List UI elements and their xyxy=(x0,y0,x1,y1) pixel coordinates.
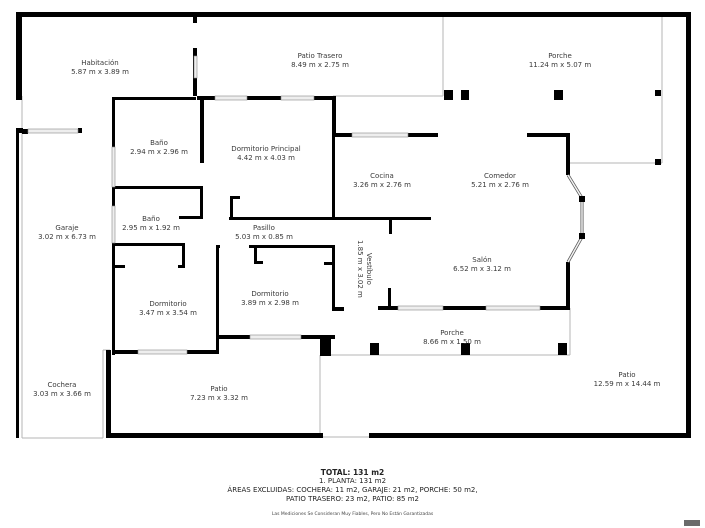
room-label-bano-2: Baño 2.95 m x 1.92 m xyxy=(122,215,180,233)
room-name: Pasillo xyxy=(253,224,275,232)
room-dims: 12.59 m x 14.44 m xyxy=(593,380,661,388)
room-name: Garaje xyxy=(55,224,79,232)
room-name: Porche xyxy=(440,329,464,337)
windows xyxy=(27,55,541,355)
room-label-dormitorio-1: Dormitorio 3.47 m x 3.54 m xyxy=(139,300,197,318)
room-label-dormitorio-2: Dormitorio 3.89 m x 2.98 m xyxy=(241,290,299,308)
room-label-patio-trasero: Patio Trasero 8.49 m x 2.75 m xyxy=(291,52,349,70)
room-label-cochera: Cochera 3.03 m x 3.66 m xyxy=(33,381,91,399)
room-dims: 1.85 m x 3.02 m xyxy=(356,240,364,298)
room-name: Vestíbulo xyxy=(365,252,373,285)
room-name: Patio xyxy=(210,385,228,393)
room-name: Patio xyxy=(618,371,636,379)
room-label-dormitorio-principal: Dormitorio Principal 4.42 m x 4.03 m xyxy=(231,145,300,163)
thin-boundaries xyxy=(21,16,663,439)
room-name: Comedor xyxy=(484,172,516,180)
room-dims: 8.66 m x 1.50 m xyxy=(423,338,481,346)
excluded-areas-line-1: ÁREAS EXCLUIDAS: COCHERA: 11 m2, GARAJE:… xyxy=(227,486,478,494)
room-dims: 3.26 m x 2.76 m xyxy=(353,181,411,189)
room-dims: 11.24 m x 5.07 m xyxy=(528,61,592,69)
room-label-salon: Salón 6.52 m x 3.12 m xyxy=(453,256,511,274)
room-name: Porche xyxy=(548,52,572,60)
room-name: Dormitorio xyxy=(149,300,187,308)
planta-area: 1. PLANTA: 131 m2 xyxy=(318,477,387,485)
room-label-porche-sur: Porche 8.66 m x 1.50 m xyxy=(423,329,481,347)
room-name: Salón xyxy=(472,256,492,264)
room-dims: 5.87 m x 3.89 m xyxy=(71,68,129,76)
room-label-bano-1: Baño 2.94 m x 2.96 m xyxy=(130,139,188,157)
room-label-cocina: Cocina 3.26 m x 2.76 m xyxy=(353,172,411,190)
room-name: Baño xyxy=(142,215,160,223)
room-name: Dormitorio Principal xyxy=(231,145,301,153)
room-dims: 4.42 m x 4.03 m xyxy=(237,154,295,162)
room-label-pasillo: Pasillo 5.03 m x 0.85 m xyxy=(235,224,293,242)
total-area: TOTAL: 131 m2 xyxy=(320,468,385,477)
room-dims: 5.03 m x 0.85 m xyxy=(235,233,293,241)
room-label-patio-1: Patio 7.23 m x 3.32 m xyxy=(190,385,248,403)
room-name: Cocina xyxy=(370,172,394,180)
room-label-porche-norte: Porche 11.24 m x 5.07 m xyxy=(529,52,591,70)
room-dims: 2.94 m x 2.96 m xyxy=(130,148,188,156)
room-label-comedor: Comedor 5.21 m x 2.76 m xyxy=(471,172,529,190)
room-dims: 5.21 m x 2.76 m xyxy=(471,181,529,189)
room-name: Cochera xyxy=(47,381,77,389)
room-label-habitacion: Habitación 5.87 m x 3.89 m xyxy=(71,59,129,77)
room-dims: 3.89 m x 2.98 m xyxy=(241,299,299,307)
room-dims: 6.52 m x 3.12 m xyxy=(453,265,511,273)
room-dims: 3.03 m x 3.66 m xyxy=(33,390,91,398)
room-dims: 2.95 m x 1.92 m xyxy=(122,224,180,232)
room-name: Baño xyxy=(150,139,168,147)
room-dims: 8.49 m x 2.75 m xyxy=(291,61,349,69)
room-label-patio-2: Patio 12.59 m x 14.44 m xyxy=(594,371,661,389)
floor-plan xyxy=(16,12,691,439)
room-name: Habitación xyxy=(81,59,119,67)
logo-mark-icon xyxy=(684,520,700,526)
room-dims: 3.47 m x 3.54 m xyxy=(139,309,197,317)
disclaimer: Las Mediciones Se Consideran Muy Fiables… xyxy=(271,512,434,517)
room-dims: 7.23 m x 3.32 m xyxy=(190,394,248,402)
room-label-garaje: Garaje 3.02 m x 6.73 m xyxy=(38,224,96,242)
excluded-areas-line-2: PATIO TRASERO: 23 m2, PATIO: 85 m2 xyxy=(285,495,420,503)
room-dims: 3.02 m x 6.73 m xyxy=(38,233,96,241)
area-summary: TOTAL: 131 m2 1. PLANTA: 131 m2 ÁREAS EX… xyxy=(0,468,705,518)
room-name: Dormitorio xyxy=(251,290,289,298)
room-label-vestibulo: Vestíbulo 1.85 m x 3.02 m xyxy=(355,240,373,298)
bay-window-glass xyxy=(567,174,583,263)
walls xyxy=(16,12,691,438)
room-name: Patio Trasero xyxy=(297,52,343,60)
